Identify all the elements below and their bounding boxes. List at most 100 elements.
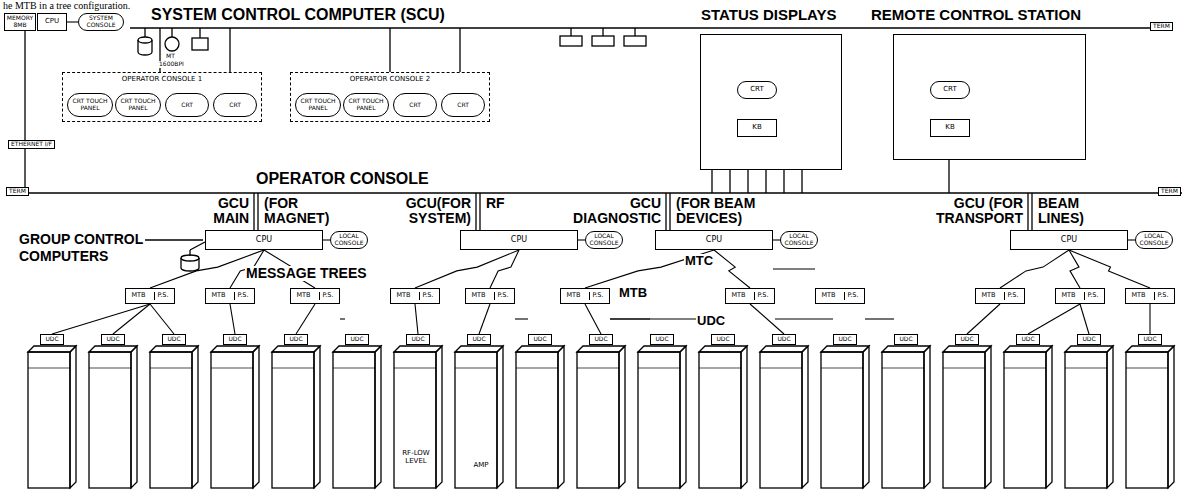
console-oval: CRT: [165, 93, 209, 117]
link-line: [1080, 304, 1089, 334]
mtb-crate: MTBP.S.: [205, 288, 255, 304]
node-text: CPU: [45, 18, 59, 26]
link-line: [340, 318, 345, 319]
note-label: AMP: [461, 462, 501, 470]
node-text: UDC: [167, 336, 180, 343]
node-text: CPU: [256, 236, 272, 245]
node-text: P.S.: [1004, 292, 1020, 299]
node-text: SYSTEM CONSOLE: [81, 15, 121, 28]
link-line: [296, 304, 315, 334]
link-line: [479, 304, 490, 334]
node-text: UDC: [106, 336, 119, 343]
link-line: [1069, 250, 1080, 288]
unit-box: UDC: [955, 334, 979, 345]
link-line: [1069, 250, 1150, 288]
link-line: [490, 250, 519, 288]
node-text: P.S.: [589, 292, 605, 299]
unit-box: KB: [930, 119, 970, 137]
node-text: MTB: [469, 292, 487, 299]
section-label: MESSAGE TREES: [245, 266, 368, 281]
terminator-label: TERM: [1158, 187, 1181, 196]
node-text: UDC: [1082, 336, 1095, 343]
node-text: MTB: [979, 292, 997, 299]
node-text: UDC: [1021, 336, 1034, 343]
node-text: P.S.: [494, 292, 510, 299]
node-text: CRT TOUCH PANEL: [298, 98, 338, 111]
node-text: LOCAL CONSOLE: [333, 233, 365, 246]
unit-box: UDC: [345, 334, 369, 345]
node-text: MTB: [394, 292, 412, 299]
unit-box: CPU: [1010, 230, 1128, 250]
section-label: GCU (FOR: [953, 196, 1024, 211]
section-label: MAIN: [212, 211, 250, 226]
node-text: KB: [945, 124, 954, 132]
section-label: (FOR: [263, 196, 299, 211]
unit-box: UDC: [650, 334, 674, 345]
unit-box: UDC: [711, 334, 735, 345]
bus-devices: [138, 28, 646, 55]
node-text: CRT TOUCH PANEL: [346, 98, 386, 111]
node-text: UDC: [777, 336, 790, 343]
mtb-crate: MTB P.S.: [815, 288, 865, 304]
station-box: STATUS DISPLAYSCRTKB: [700, 34, 842, 170]
node-text: MTB: [209, 292, 227, 299]
node-text: UDC: [45, 336, 58, 343]
section-label: MTB: [618, 286, 648, 300]
console-oval: CRT: [213, 93, 257, 117]
node-text: P.S.: [1084, 292, 1100, 299]
section-label: DEVICES): [675, 211, 743, 226]
unit-box: UDC: [589, 334, 613, 345]
console-oval: LOCAL CONSOLE: [330, 231, 368, 249]
link-line: [578, 239, 585, 240]
node-text: P.S.: [419, 292, 435, 299]
link-line: [323, 239, 330, 240]
node-text: OPERATOR CONSOLE 1: [122, 76, 202, 84]
node-text: CRT: [457, 102, 469, 109]
link-line: [1128, 239, 1135, 240]
node-text: UDC: [1143, 336, 1156, 343]
console-oval: LOCAL CONSOLE: [585, 231, 623, 249]
link-line: [52, 304, 150, 334]
node-text: MEMORY 8MB: [7, 15, 33, 28]
node-text: P.S.: [844, 292, 860, 299]
link-line: [415, 250, 519, 288]
link-line: [150, 304, 174, 334]
mtb-crate: MTBP.S.: [1125, 288, 1175, 304]
node-text: P.S.: [154, 292, 170, 299]
console-oval: CRT TOUCH PANEL: [295, 93, 341, 117]
console-oval: LOCAL CONSOLE: [1135, 231, 1173, 249]
node-text: CRT TOUCH PANEL: [70, 98, 110, 111]
mtb-crate: MTB P.S.: [390, 288, 440, 304]
node-text: CPU: [706, 236, 722, 245]
mtb-crate: MTBP.S.: [725, 288, 775, 304]
section-label: GCU(FOR: [405, 196, 472, 211]
node-text: UDC: [960, 336, 973, 343]
link-line: [585, 304, 601, 334]
node-text: MTB: [1059, 292, 1077, 299]
unit-box: UDC: [406, 334, 430, 345]
section-label: SYSTEM): [408, 211, 472, 226]
node-text: UDC: [472, 336, 485, 343]
link-line: [113, 304, 150, 334]
scu-bus: [130, 27, 1150, 28]
unit-box: UDC: [833, 334, 857, 345]
console-oval: LOCAL CONSOLE: [780, 231, 818, 249]
station-heading: STATUS DISPLAYS: [701, 7, 837, 24]
link-line: [865, 318, 894, 319]
console-oval: CRT TOUCH PANEL: [67, 93, 113, 117]
node-text: P.S.: [1154, 292, 1170, 299]
unit-box: UDC: [101, 334, 125, 345]
unit-box: UDC: [467, 334, 491, 345]
node-text: LOCAL CONSOLE: [588, 233, 620, 246]
node-text: MTB: [564, 292, 582, 299]
unit-box: UDC: [1138, 334, 1162, 345]
node-text: CRT: [181, 102, 193, 109]
unit-box: CPU: [37, 13, 67, 31]
node-text: MTB: [819, 292, 837, 299]
mtb-crate: MTB P.S.: [560, 288, 610, 304]
section-label: DIAGNOSTIC: [572, 211, 662, 226]
link-line: [515, 318, 528, 319]
node-text: MTB: [129, 292, 147, 299]
section-label: (FOR BEAM: [675, 196, 756, 211]
unit-box: UDC: [40, 334, 64, 345]
